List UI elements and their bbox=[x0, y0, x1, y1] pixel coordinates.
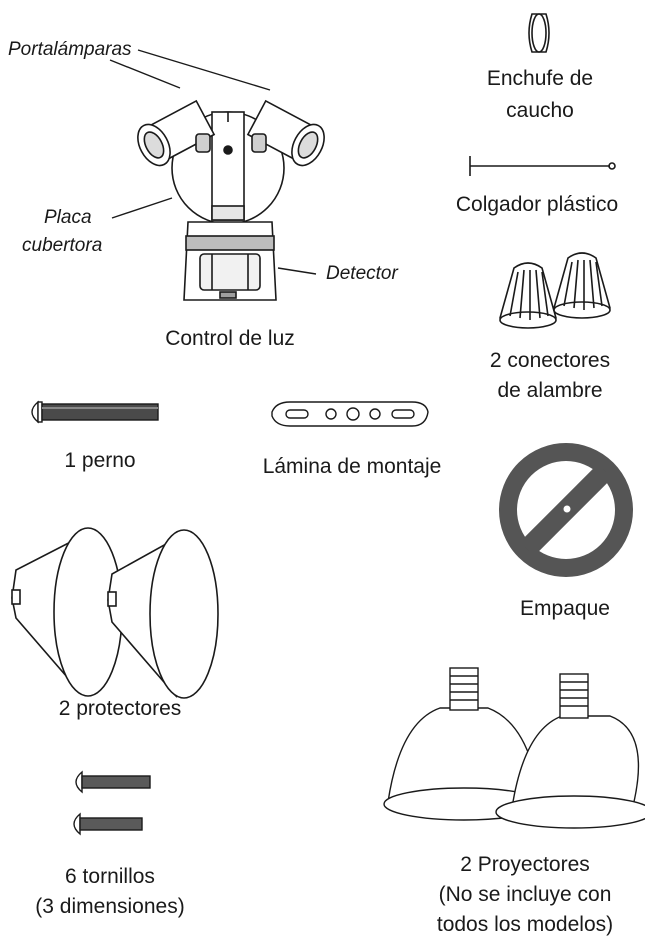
label-tornillos-line2: (3 dimensiones) bbox=[35, 895, 185, 918]
label-proyectores-line1: 2 Proyectores bbox=[460, 853, 590, 876]
label-proyectores-line2: (No se incluye con bbox=[438, 883, 612, 906]
bolt-illustration bbox=[31, 400, 159, 424]
callout-detector: Detector bbox=[326, 263, 398, 284]
label-empaque: Empaque bbox=[520, 597, 610, 620]
label-enchufe-line2: caucho bbox=[506, 99, 574, 122]
gasket-illustration bbox=[499, 443, 633, 577]
label-conectores-line2: de alambre bbox=[497, 379, 603, 402]
plastic-hanger-illustration bbox=[469, 156, 616, 176]
label-perno: 1 perno bbox=[64, 449, 136, 472]
light-control-illustration bbox=[109, 49, 325, 301]
flood-lamps-illustration bbox=[383, 667, 645, 829]
label-colgador: Colgador plástico bbox=[455, 193, 619, 216]
label-tornillos-line1: 6 tornillos bbox=[65, 865, 155, 888]
label-protectores: 2 protectores bbox=[58, 697, 182, 720]
callout-placa: Placa bbox=[44, 207, 92, 228]
label-proyectores-line3: todos los modelos) bbox=[436, 913, 614, 936]
callout-portalamparas: Portalámparas bbox=[8, 39, 132, 60]
label-conectores-line1: 2 conectores bbox=[489, 349, 611, 372]
label-enchufe-line1: Enchufe de bbox=[486, 67, 594, 90]
screws-illustration bbox=[73, 770, 151, 836]
label-control-de-luz: Control de luz bbox=[165, 327, 295, 350]
callout-cubertora: cubertora bbox=[22, 235, 103, 256]
mounting-strap-illustration bbox=[271, 401, 429, 427]
rubber-plug-illustration bbox=[528, 13, 550, 53]
shields-illustration bbox=[11, 527, 219, 699]
label-lamina: Lámina de montaje bbox=[262, 455, 442, 478]
wire-connectors-illustration bbox=[499, 252, 611, 329]
